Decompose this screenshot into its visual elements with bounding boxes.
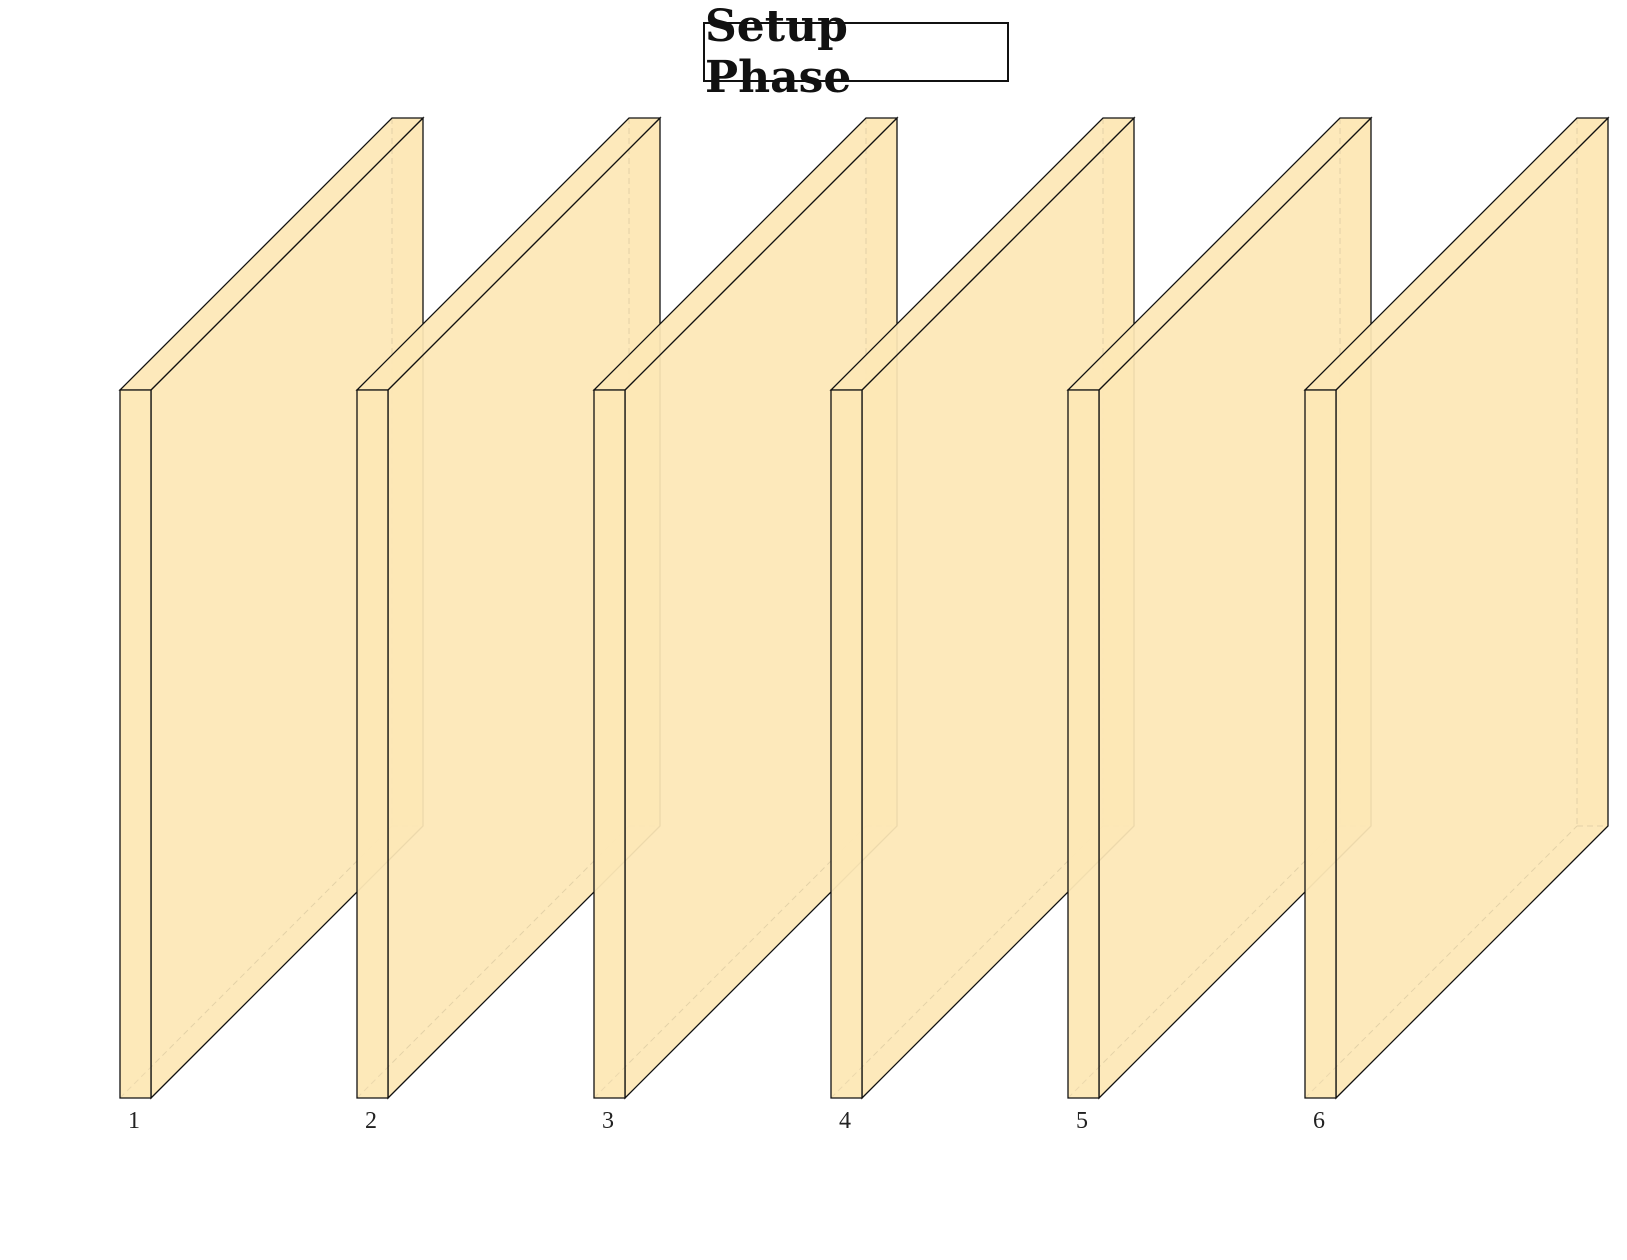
layer-slab-6: 6 [1303, 116, 1610, 1134]
layer-label-1: 1 [128, 1108, 140, 1134]
slab-front-face [1067, 389, 1100, 1099]
layer-slab-3: 3 [592, 116, 899, 1134]
layer-slab-4: 4 [829, 116, 1136, 1134]
layer-slab-1: 1 [118, 116, 425, 1134]
layer-label-2: 2 [365, 1108, 377, 1134]
slab-front-face [830, 389, 863, 1099]
layer-label-3: 3 [602, 1108, 614, 1134]
layer-label-4: 4 [839, 1108, 851, 1134]
slab-right-face [1335, 116, 1609, 1100]
layer-label-5: 5 [1076, 1108, 1088, 1134]
slab-front-face [119, 389, 152, 1099]
slab-front-face [593, 389, 626, 1099]
slab-front-face [1304, 389, 1337, 1099]
layer-slab-2: 2 [355, 116, 662, 1134]
layer-label-6: 6 [1313, 1108, 1325, 1134]
slab-front-face [356, 389, 389, 1099]
